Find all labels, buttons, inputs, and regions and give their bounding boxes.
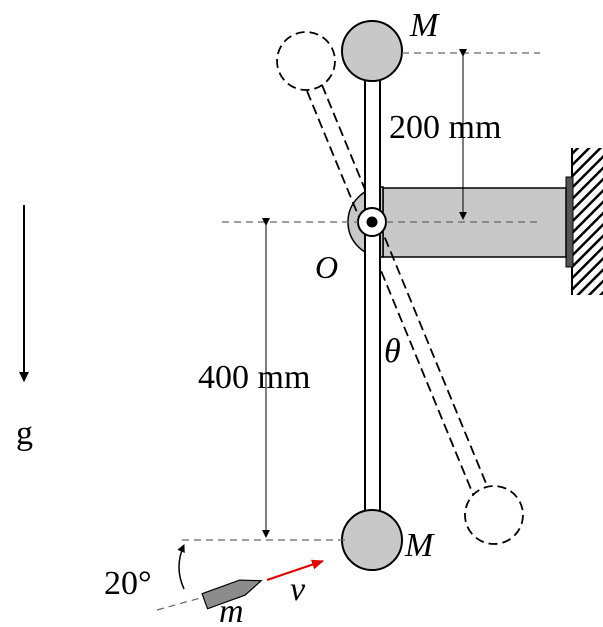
label-mass-top: M: [409, 7, 440, 44]
label-pivot: O: [315, 249, 338, 285]
angle-arc: [177, 544, 185, 590]
rotated-rod-dashed: [306, 84, 491, 500]
bullet: [201, 579, 263, 610]
mass-top: [341, 20, 403, 82]
wall-hatch: [573, 148, 603, 295]
dimension-ref-lines: [182, 52, 540, 541]
mass-bottom: [341, 509, 403, 571]
label-gravity: g: [16, 415, 33, 452]
label-bullet-velocity: v: [290, 571, 306, 608]
label-mass-bottom: M: [404, 527, 435, 564]
label-dim-400: 400 mm: [198, 359, 310, 396]
label-theta: θ: [384, 333, 401, 370]
rotated-mass-bottom-dashed: [464, 485, 524, 545]
label-bullet-angle: 20°: [104, 565, 152, 602]
label-dim-200: 200 mm: [389, 109, 501, 146]
velocity-arrow: [266, 559, 324, 581]
pendulum-rod: [364, 59, 381, 541]
wall-plate: [565, 176, 574, 268]
label-bullet-mass: m: [219, 593, 244, 627]
pivot-dot: [366, 216, 378, 228]
rotated-mass-top-dashed: [276, 31, 336, 91]
